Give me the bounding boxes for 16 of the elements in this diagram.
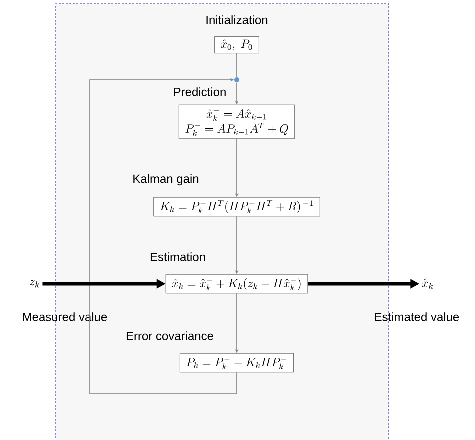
step-heading: Prediction (174, 88, 226, 96)
process-box: $P_k = P_k^- - K_k H P_k^-$ (180, 353, 294, 373)
value-label: Estimated value (375, 312, 460, 322)
step-heading: Estimation (150, 252, 206, 262)
process-box: $K_k = P_k^- H^T (HP_k^- H^T + R)^{\,-1}$ (154, 197, 320, 217)
step-heading: Initialization (206, 16, 268, 24)
step-heading: Error covariance (126, 332, 214, 340)
step-heading: Kalman gain (134, 174, 199, 186)
process-box: $\hat{x}_k^- = A\hat{x}_{k-1}$ $P_k^- = AP_{k-1}A^T + Q$ (178, 104, 296, 140)
arrow (90, 78, 238, 394)
process-box: $\hat{x}_k = \hat{x}_k^- + K_k(z_k - H\hat{x}_k^-)$ (166, 274, 308, 294)
signal-symbol: $z_k$ (30, 280, 40, 288)
signal-symbol: $\hat{x}_k$ (422, 278, 434, 290)
connector-line (236, 53, 238, 78)
value-label: Measured value (23, 312, 108, 322)
process-box: $\hat{x}_0,\ P_0$ (214, 36, 260, 54)
